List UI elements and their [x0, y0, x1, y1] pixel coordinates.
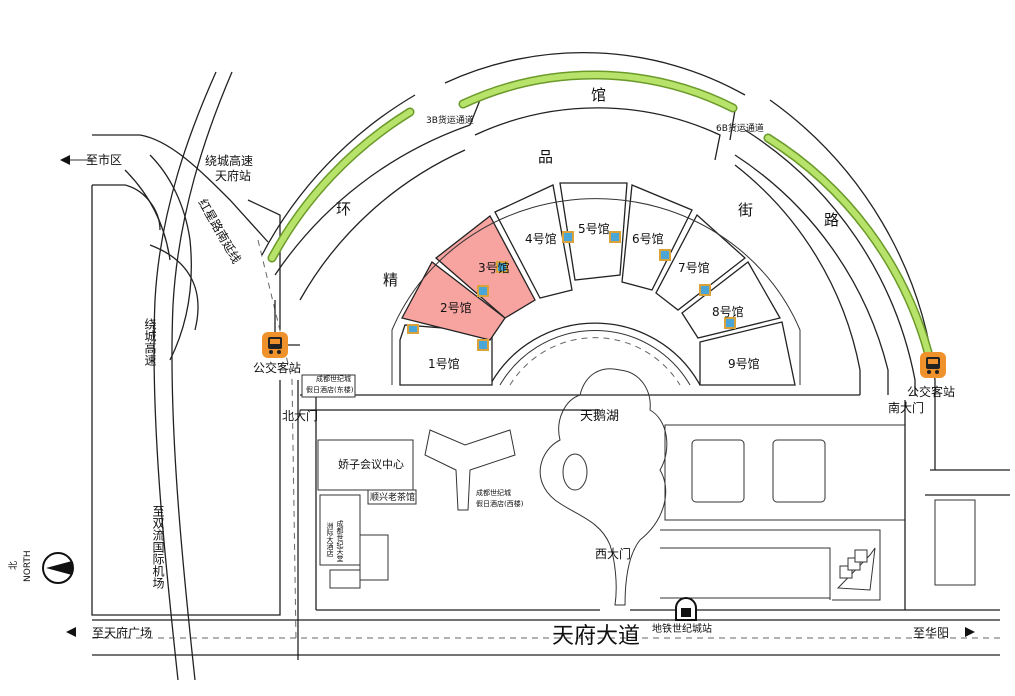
road-label-to-huayang: 至华阳 — [913, 626, 949, 640]
ring-road-char: 精 — [383, 271, 398, 289]
road-label-to-airport: 至双流国际机场 — [151, 505, 165, 589]
compass-north-cn: 北 — [8, 561, 19, 570]
hall-label: 5号馆 — [578, 221, 610, 236]
entrance-marker — [659, 249, 671, 261]
hotel-west-label: 成都世纪城假日酒店(西楼) — [476, 488, 524, 508]
gate-label-north: 北大门 — [282, 408, 318, 423]
hotel-tiantang-label: 成都世纪天堂 — [336, 519, 344, 562]
gate-label-west: 西大门 — [595, 546, 631, 561]
metro-icon — [675, 597, 697, 621]
ring-road-char: 馆 — [591, 86, 606, 104]
ring-road-char: 品 — [538, 148, 553, 166]
road-label-to-city: 至市区 — [86, 152, 122, 167]
road-label-tianfu-avenue: 天府大道 — [552, 624, 640, 649]
compass-north-en: NORTH — [23, 550, 33, 582]
hall-1 — [399, 324, 493, 386]
hall-3 — [434, 215, 536, 319]
expressway-lines — [91, 71, 299, 681]
ring-road-char: 路 — [824, 211, 839, 229]
entrance-marker — [724, 317, 736, 329]
road-label-hongxing: 红星路南延线 — [195, 196, 244, 266]
hotel-east-label: 成都世纪城假日酒店(东楼) — [306, 374, 354, 394]
metro-station-label: 地铁世纪城站 — [652, 622, 712, 635]
hall-9 — [699, 321, 796, 386]
entrance-marker — [609, 231, 621, 243]
hall-label: 6号馆 — [632, 231, 664, 246]
hotel-tiantang-label-2: 洲际大酒店 — [326, 522, 334, 558]
hall-label: 4号馆 — [525, 231, 557, 246]
exhibition-halls — [391, 182, 801, 386]
entrance-marker — [407, 324, 419, 334]
hall-6 — [621, 184, 693, 291]
hall-5 — [559, 182, 628, 281]
arrow-left-icon — [60, 155, 70, 165]
arrow-left-icon — [66, 627, 76, 637]
hall-label: 8号馆 — [712, 304, 744, 319]
hall-7 — [655, 213, 747, 311]
freight-label-right: 6B货运通道 — [716, 122, 764, 134]
entrance-marker — [477, 339, 489, 351]
entrance-marker — [699, 284, 711, 296]
freight-label-left: 3B货运通道 — [426, 114, 474, 126]
ring-road-char: 街 — [738, 201, 753, 219]
bus-stop-icon — [262, 332, 288, 358]
entrance-marker — [496, 261, 508, 273]
conference-center-label: 娇子会议中心 — [338, 458, 404, 471]
road-label-ring-station: 绕城高速天府站 — [205, 153, 253, 183]
bus-stop-label: 公交客站 — [253, 360, 301, 375]
bus-stop-icon — [920, 352, 946, 378]
lake-outline — [539, 368, 668, 606]
road-label-ring-expressway: 绕城高速 — [143, 318, 157, 366]
hall-label: 7号馆 — [678, 260, 710, 275]
entrance-marker — [562, 231, 574, 243]
greenbelts — [267, 70, 933, 357]
lake-label: 天鹅湖 — [580, 408, 619, 424]
road-label-tianfu-square: 至天府广场 — [92, 625, 152, 640]
compass-icon — [42, 552, 74, 584]
ring-road-arcs — [261, 52, 936, 610]
hall-label: 2号馆 — [440, 300, 472, 315]
lower-district — [300, 368, 1010, 611]
entrance-marker — [477, 285, 489, 297]
hall-label: 3号馆 — [478, 260, 510, 275]
bus-stop-label: 公交客站 — [907, 384, 955, 399]
ring-road-char: 环 — [336, 200, 351, 218]
hall-label: 1号馆 — [428, 356, 460, 371]
hall-label: 9号馆 — [728, 356, 760, 371]
arrow-right-icon — [965, 627, 975, 637]
gate-label-south: 南大门 — [888, 400, 924, 415]
tianfu-avenue — [92, 619, 1000, 656]
teahouse-label: 顺兴老茶馆 — [370, 491, 415, 503]
